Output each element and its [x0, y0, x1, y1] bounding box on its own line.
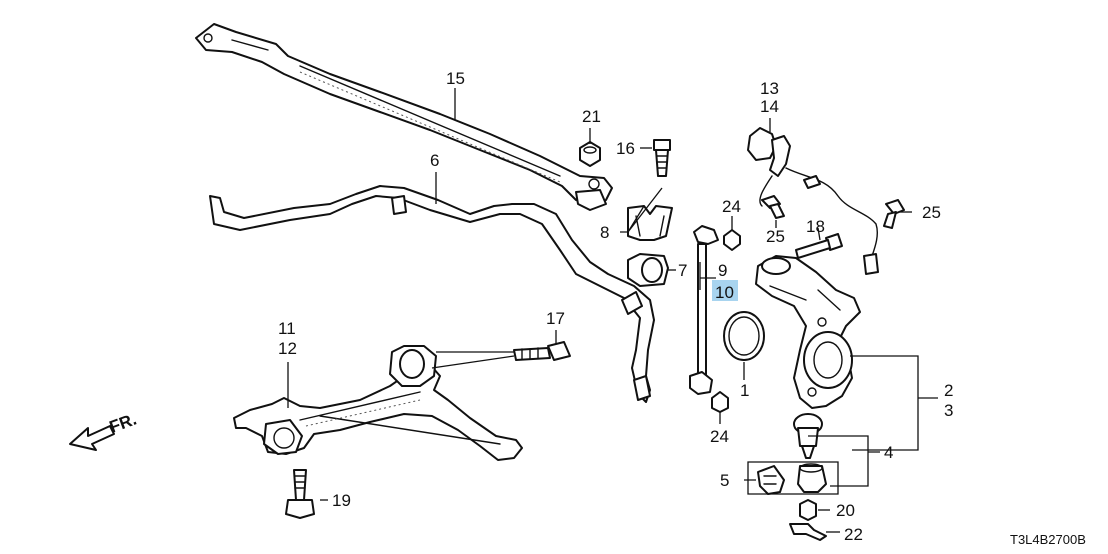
- callout-19: 19: [332, 491, 351, 510]
- callout-17: 17: [546, 309, 565, 328]
- callout-22: 22: [844, 525, 863, 544]
- callout-1: 1: [740, 381, 749, 400]
- callout-3: 3: [944, 401, 953, 420]
- callout-8: 8: [600, 223, 609, 242]
- front-direction-arrow: FR.: [69, 410, 139, 451]
- callout-11: 11: [278, 319, 296, 338]
- part-25-bolt-b[interactable]: [883, 199, 905, 229]
- part-16-bolt[interactable]: [653, 139, 671, 177]
- callout-4: 4: [884, 443, 893, 462]
- part-17-bolt[interactable]: [513, 341, 571, 361]
- callout-10: 10: [715, 283, 734, 302]
- callout-25-right: 25: [922, 203, 941, 222]
- part-6-stabilizer-bar[interactable]: [209, 185, 655, 403]
- part-13-14-wheel-speed-sensor[interactable]: [747, 127, 879, 275]
- part-22-clip[interactable]: [789, 523, 827, 541]
- callout-25-left: 25: [766, 227, 785, 246]
- callout-21: 21: [582, 107, 601, 126]
- callout-7: 7: [678, 261, 687, 280]
- part-9-10-stabilizer-link[interactable]: [689, 225, 719, 395]
- part-5-boot-kit[interactable]: [757, 463, 827, 495]
- diagram-code: T3L4B2700B: [1010, 532, 1086, 547]
- callout-12: 12: [278, 339, 297, 358]
- callout-5: 5: [720, 471, 729, 490]
- part-24-nut-lower[interactable]: [711, 391, 729, 413]
- part-18-bolt[interactable]: [795, 233, 843, 259]
- part-15-stiffener[interactable]: [195, 23, 613, 211]
- callout-20: 20: [836, 501, 855, 520]
- part-7-bushing[interactable]: [627, 253, 669, 287]
- front-direction-label: FR.: [107, 410, 139, 437]
- callout-labels: 15 6 21 16 8 7 9 10 13 14 24 25 25 18 1 …: [278, 69, 953, 544]
- callout-2: 2: [944, 381, 953, 400]
- part-1-snap-ring[interactable]: [723, 311, 765, 361]
- callout-16: 16: [616, 139, 635, 158]
- part-2-3-knuckle[interactable]: [755, 255, 861, 409]
- leader-lines: [287, 88, 938, 533]
- part-11-12-lower-arm[interactable]: [233, 345, 523, 461]
- callout-6: 6: [430, 151, 439, 170]
- callout-10-highlight: [712, 280, 738, 301]
- part-4-ball-joint[interactable]: [793, 413, 823, 459]
- callout-24-upper: 24: [722, 197, 741, 216]
- part-20-nut[interactable]: [799, 499, 817, 521]
- callout-14: 14: [760, 97, 779, 116]
- part-25-bolt-a[interactable]: [761, 195, 785, 219]
- callout-15: 15: [446, 69, 465, 88]
- callout-24-lower: 24: [710, 427, 729, 446]
- callout-13: 13: [760, 79, 779, 98]
- part-19-bolt[interactable]: [285, 469, 315, 519]
- part-21-nut[interactable]: [579, 141, 601, 167]
- callout-18: 18: [806, 217, 825, 236]
- callout-9: 9: [718, 261, 727, 280]
- part-24-nut-upper[interactable]: [723, 229, 741, 251]
